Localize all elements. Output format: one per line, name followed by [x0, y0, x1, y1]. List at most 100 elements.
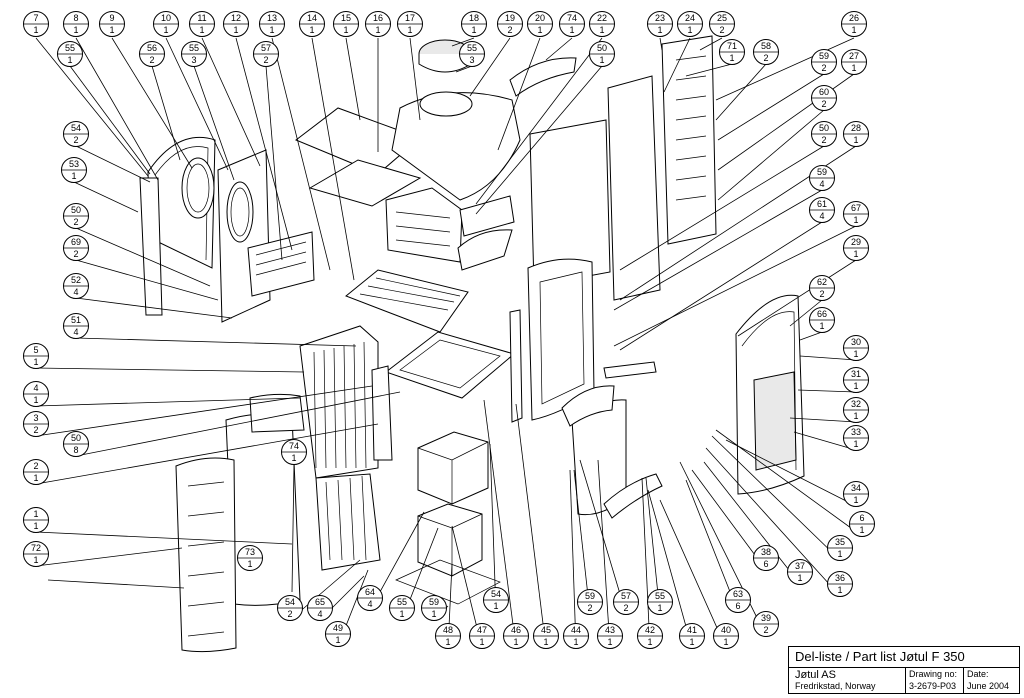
callout-7: 71: [23, 11, 49, 37]
callout-part-number: 14: [307, 13, 317, 23]
callout-part-number: 6: [859, 513, 864, 523]
callout-quantity: 2: [73, 249, 78, 259]
callout-part-number: 47: [477, 625, 487, 635]
callout-quantity: 1: [607, 637, 612, 647]
callout-quantity: 1: [73, 25, 78, 35]
callout-part-number: 59: [817, 167, 827, 177]
callout-2: 21: [23, 459, 49, 485]
callout-part-number: 15: [341, 13, 351, 23]
callout-part-number: 31: [851, 369, 861, 379]
callout-34: 341: [843, 481, 869, 507]
callout-quantity: 1: [859, 525, 864, 535]
callout-73: 731: [237, 545, 263, 571]
callout-quantity: 2: [623, 603, 628, 613]
callout-part-number: 71: [727, 41, 737, 51]
callout-part-number: 48: [443, 625, 453, 635]
callout-quantity: 1: [335, 635, 340, 645]
callout-part-number: 5: [33, 345, 38, 355]
callout-50: 508: [63, 431, 89, 457]
callout-part-number: 49: [333, 623, 343, 633]
callout-part-number: 73: [245, 547, 255, 557]
callout-quantity: 1: [837, 549, 842, 559]
callout-quantity: 2: [819, 289, 824, 299]
callout-quantity: 3: [191, 55, 196, 65]
callout-part-number: 64: [365, 587, 375, 597]
callout-22: 221: [589, 11, 615, 37]
callout-12: 121: [223, 11, 249, 37]
callout-part-number: 27: [849, 51, 859, 61]
callout-quantity: 1: [599, 55, 604, 65]
callout-part-number: 57: [261, 43, 271, 53]
callout-part-number: 44: [571, 625, 581, 635]
callout-60: 602: [811, 85, 837, 111]
callout-35: 351: [827, 535, 853, 561]
burn-grate: [345, 269, 469, 333]
callout-8: 81: [63, 11, 89, 37]
callout-part-number: 30: [851, 337, 861, 347]
callout-11: 111: [189, 11, 215, 37]
callout-47: 471: [469, 623, 495, 649]
callout-part-number: 67: [851, 203, 861, 213]
callout-74: 741: [281, 439, 307, 465]
callout-part-number: 56: [147, 43, 157, 53]
callout-quantity: 4: [73, 327, 78, 337]
stove-parts: [139, 35, 805, 653]
callout-55: 551: [647, 589, 673, 615]
company-name: Jøtul AS: [795, 669, 836, 681]
callout-part-number: 51: [71, 315, 81, 325]
callout-quantity: 2: [821, 135, 826, 145]
callout-quantity: 1: [33, 357, 38, 367]
front-grille: [299, 325, 379, 479]
callout-part-number: 25: [717, 13, 727, 23]
callout-part-number: 74: [289, 441, 299, 451]
part-list-title: Del-liste / Part list Jøtul F 350: [795, 649, 965, 664]
callout-part-number: 53: [69, 159, 79, 169]
callout-quantity: 2: [763, 625, 768, 635]
callout-quantity: 1: [471, 25, 476, 35]
lower-grille: [315, 473, 381, 571]
callout-part-number: 55: [189, 43, 199, 53]
callout-quantity: 2: [73, 135, 78, 145]
callout-part-number: 59: [429, 597, 439, 607]
callout-part-number: 22: [597, 13, 607, 23]
callout-quantity: 1: [837, 585, 842, 595]
callout-17: 171: [397, 11, 423, 37]
callout-part-number: 43: [605, 625, 615, 635]
callout-quantity: 1: [851, 25, 856, 35]
callout-part-number: 63: [733, 589, 743, 599]
callout-quantity: 2: [821, 63, 826, 73]
callout-71: 711: [719, 39, 745, 65]
callout-15: 151: [333, 11, 359, 37]
callout-part-number: 20: [535, 13, 545, 23]
callout-balloons: 7181911011111211311411511611711811922017…: [23, 11, 875, 649]
callout-quantity: 1: [599, 25, 604, 35]
side-grate: [247, 231, 315, 297]
callout-quantity: 1: [233, 25, 238, 35]
callout-part-number: 34: [851, 483, 861, 493]
callout-part-number: 13: [267, 13, 277, 23]
callout-30: 301: [843, 335, 869, 361]
callout-quantity: 1: [851, 63, 856, 73]
callout-59: 591: [421, 595, 447, 621]
callout-part-number: 23: [655, 13, 665, 23]
callout-43: 431: [597, 623, 623, 649]
callout-16: 161: [365, 11, 391, 37]
callout-37: 371: [787, 559, 813, 585]
callout-57: 572: [613, 589, 639, 615]
callout-54: 541: [483, 587, 509, 613]
callout-55: 551: [389, 595, 415, 621]
drawing-no-label: Drawing no:: [909, 669, 958, 679]
callout-quantity: 1: [723, 637, 728, 647]
callout-quantity: 4: [819, 211, 824, 221]
callout-25: 252: [709, 11, 735, 37]
callout-quantity: 1: [853, 495, 858, 505]
title-block: Del-liste / Part list Jøtul F 350 Jøtul …: [788, 646, 1020, 694]
callout-part-number: 8: [73, 13, 78, 23]
callout-74: 741: [559, 11, 585, 37]
callout-quantity: 1: [399, 609, 404, 619]
callout-quantity: 1: [853, 381, 858, 391]
callout-quantity: 1: [853, 215, 858, 225]
callout-part-number: 40: [721, 625, 731, 635]
callout-quantity: 2: [507, 25, 512, 35]
back-plate: [385, 187, 463, 263]
